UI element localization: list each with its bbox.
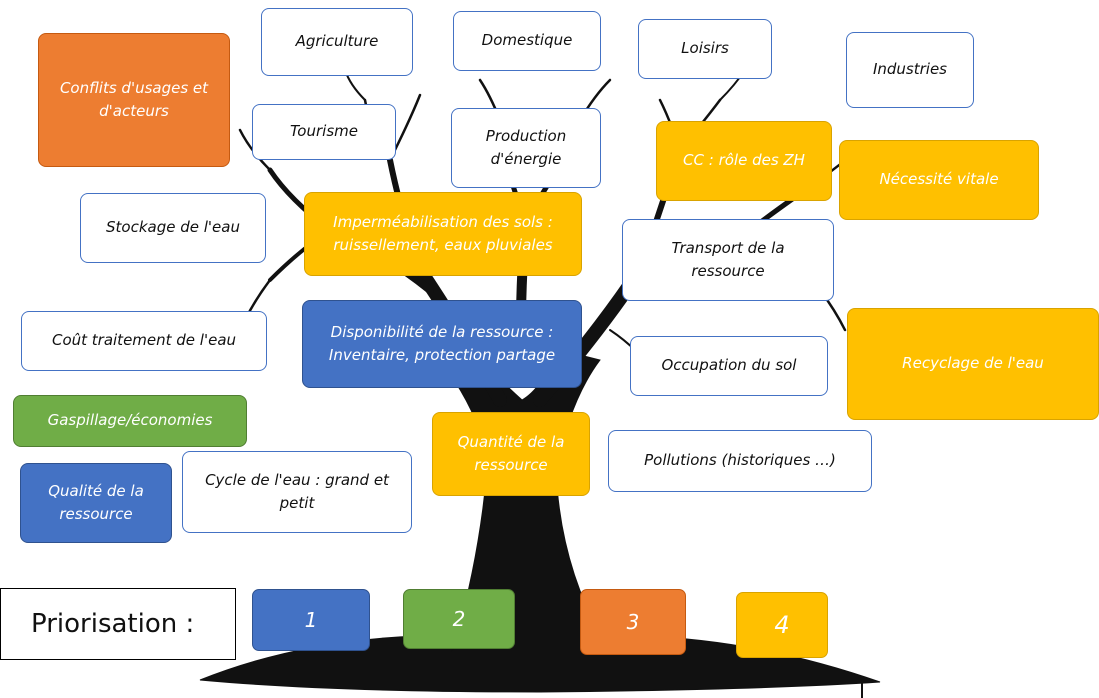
box-impermeabilisation: Imperméabilisation des sols : ruissellem… xyxy=(304,192,582,276)
ground xyxy=(199,632,881,693)
box-loisirs: Loisirs xyxy=(638,19,772,79)
box-tourisme: Tourisme xyxy=(252,104,396,160)
box-agriculture: Agriculture xyxy=(261,8,413,76)
box-occupation: Occupation du sol xyxy=(630,336,828,396)
box-transport: Transport de la ressource xyxy=(622,219,834,301)
box-conflits: Conflits d'usages et d'acteurs xyxy=(38,33,230,167)
box-qualite: Qualité de la ressource xyxy=(20,463,172,543)
box-recyclage: Recyclage de l'eau xyxy=(847,308,1099,420)
box-production: Production d'énergie xyxy=(451,108,601,188)
box-gaspillage: Gaspillage/économies xyxy=(13,395,247,447)
priority-level-1: 1 xyxy=(252,589,370,651)
priority-level-2: 2 xyxy=(403,589,515,649)
box-cycle: Cycle de l'eau : grand et petit xyxy=(182,451,412,533)
box-cout: Coût traitement de l'eau xyxy=(21,311,267,371)
box-pollutions: Pollutions (historiques …) xyxy=(608,430,872,492)
box-domestique: Domestique xyxy=(453,11,601,71)
priority-level-4: 4 xyxy=(736,592,828,658)
box-stockage: Stockage de l'eau xyxy=(80,193,266,263)
box-necessite: Nécessité vitale xyxy=(839,140,1039,220)
box-quantite: Quantité de la ressource xyxy=(432,412,590,496)
box-industries: Industries xyxy=(846,32,974,108)
box-cc-zh: CC : rôle des ZH xyxy=(656,121,832,201)
priorisation-label: Priorisation : xyxy=(0,588,236,660)
priority-level-3: 3 xyxy=(580,589,686,655)
box-disponibilite: Disponibilité de la ressource : Inventai… xyxy=(302,300,582,388)
